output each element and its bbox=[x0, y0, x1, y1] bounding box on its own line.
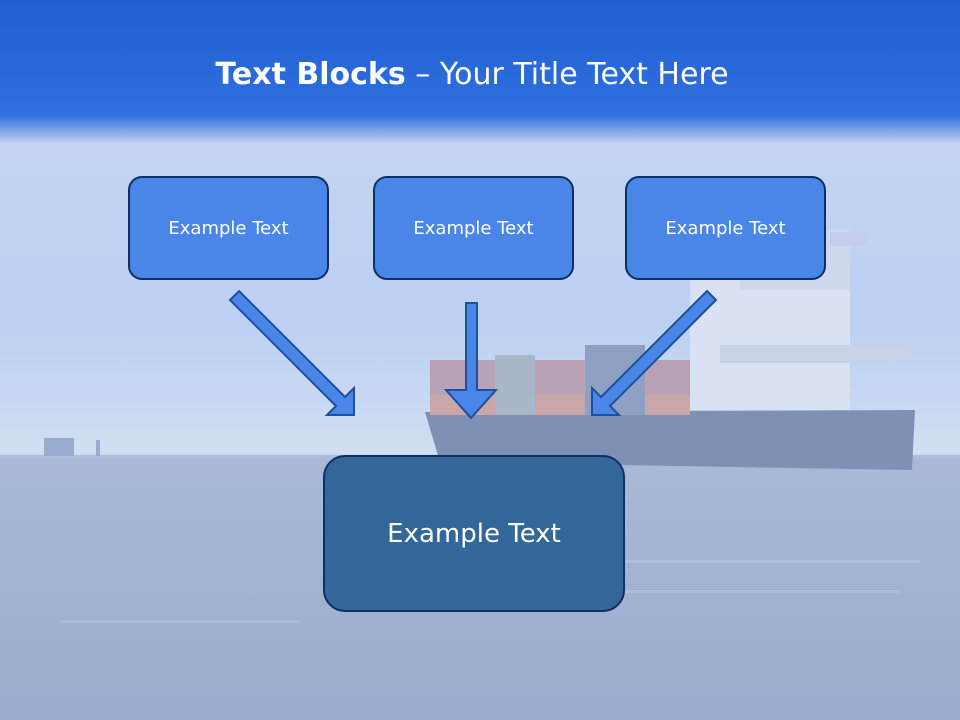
title-bold: Text Blocks bbox=[215, 57, 406, 92]
sea-ripple bbox=[540, 560, 920, 563]
ship-rail bbox=[720, 345, 910, 363]
page-title: Text Blocks – Your Title Text Here bbox=[0, 52, 944, 98]
sea-ripple bbox=[600, 590, 900, 593]
text-block-1[interactable]: Example Text bbox=[128, 176, 329, 280]
title-dash: – bbox=[405, 57, 440, 92]
arrow-center-down bbox=[443, 302, 499, 420]
sea-ripple bbox=[60, 620, 300, 623]
result-block[interactable]: Example Text bbox=[323, 455, 625, 612]
container-stack bbox=[495, 355, 535, 415]
arrow-left-diagonal bbox=[228, 289, 355, 416]
arrow-right-diagonal bbox=[591, 289, 718, 416]
text-block-3[interactable]: Example Text bbox=[625, 176, 826, 280]
title-rest: Your Title Text Here bbox=[439, 57, 729, 92]
ship-bridge-wing bbox=[830, 232, 868, 246]
distant-crane bbox=[44, 438, 74, 456]
distant-tower bbox=[96, 440, 100, 456]
text-block-2[interactable]: Example Text bbox=[373, 176, 574, 280]
